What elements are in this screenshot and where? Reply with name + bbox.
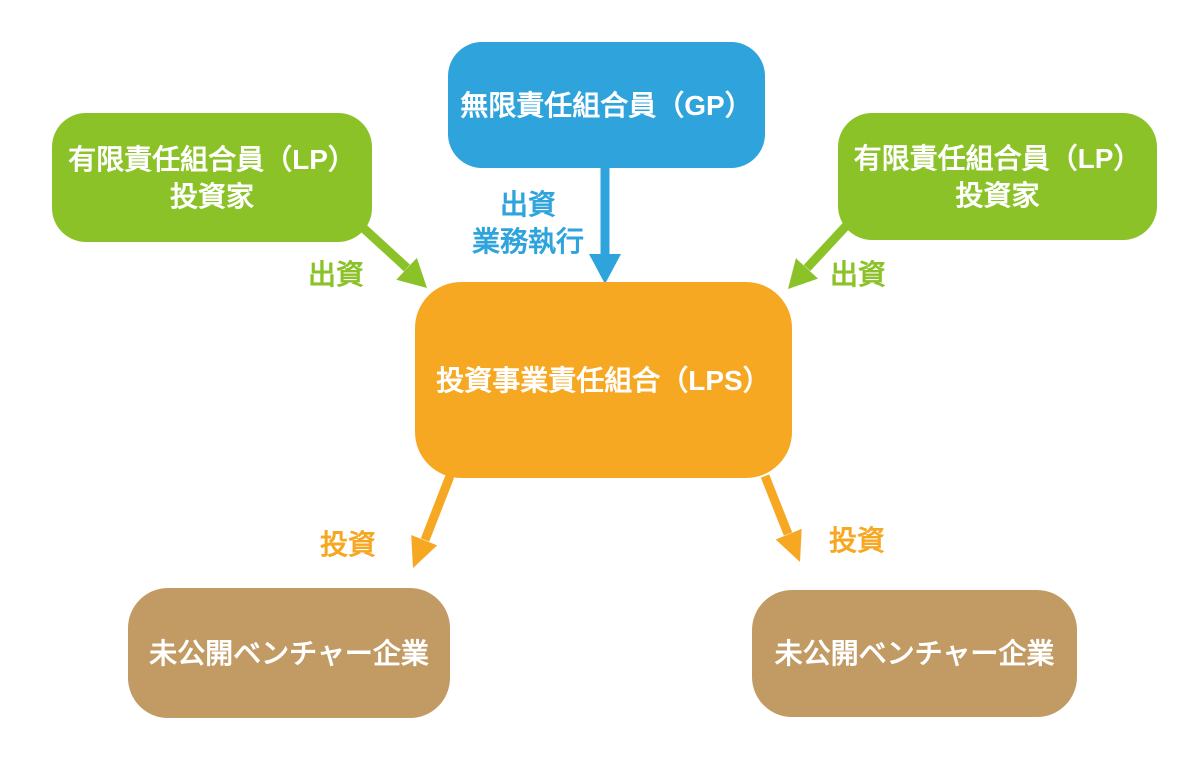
node-lps: 投資事業責任組合（LPS） [415, 282, 792, 478]
edge-label-lp-right-to-lps: 出資 [830, 259, 887, 290]
node-lp-left-label-line1: 有限責任組合員（LP） [68, 143, 356, 175]
node-lp-right: 有限責任組合員（LP） 投資家 [838, 113, 1157, 240]
node-lp-right-label-line2: 投資家 [955, 179, 1040, 211]
node-lp-right-label-line1: 有限責任組合員（LP） [853, 142, 1142, 174]
node-lp-left-label-line2: 投資家 [169, 180, 254, 212]
node-venture-right-label: 未公開ベンチャー企業 [774, 638, 1055, 669]
arrow-gp-to-lps [589, 166, 621, 284]
node-gp-label: 無限責任組合員（GP） [460, 89, 753, 121]
arrow-lp-left-to-lps [355, 220, 427, 288]
node-lp-left: 有限責任組合員（LP） 投資家 [52, 113, 372, 242]
arrow-lps-to-venture-right [760, 474, 802, 562]
node-venture-right: 未公開ベンチャー企業 [752, 590, 1077, 717]
arrow-lps-to-venture-left [411, 474, 455, 568]
node-venture-left: 未公開ベンチャー企業 [128, 588, 450, 718]
node-lps-label: 投資事業責任組合（LPS） [436, 364, 771, 396]
edge-label-lp-left-to-lps: 出資 [308, 259, 365, 290]
arrow-lp-right-to-lps [788, 222, 850, 289]
node-venture-left-label: 未公開ベンチャー企業 [149, 637, 429, 669]
node-gp: 無限責任組合員（GP） [448, 42, 765, 168]
edge-label-gp-line2: 業務執行 [471, 226, 584, 257]
edge-label-gp-to-lps: 出資 業務執行 [408, 186, 648, 260]
edge-label-lps-to-venture-right: 投資 [829, 525, 886, 556]
edge-label-gp-line1: 出資 [499, 189, 556, 220]
edge-label-lps-to-venture-left: 投資 [320, 529, 377, 560]
